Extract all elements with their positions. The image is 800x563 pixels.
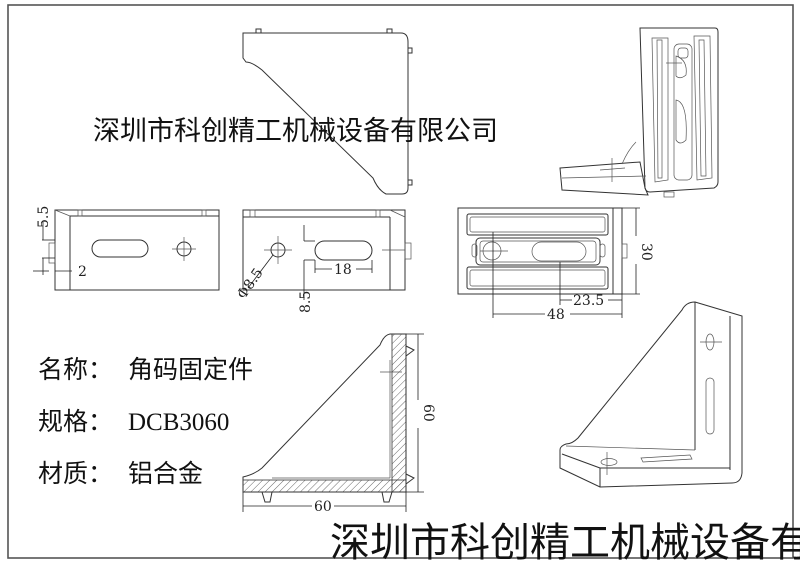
dim-hole-offset: 23.5 <box>573 293 604 309</box>
company-title: 深圳市科创精工机械设备有限公司 <box>93 116 498 147</box>
section-view: 60 60 <box>242 333 436 515</box>
spec-name-value: 角码固定件 <box>128 355 253 384</box>
spec-model-value: DCB3060 <box>128 409 229 436</box>
dim-section-width: 60 <box>314 499 332 515</box>
spec-block: 名称： 角码固定件 规格： DCB3060 材质： 铝合金 <box>38 355 253 488</box>
spec-name-label: 名称： <box>38 355 113 384</box>
drawing-frame <box>7 4 794 559</box>
spec-material-label: 材质： <box>38 459 113 488</box>
front-profile-view <box>242 28 413 195</box>
side-view-a: 5.5 2 <box>33 206 220 291</box>
dim-height-30: 30 <box>638 243 654 261</box>
dim-hole-diameter: Φ8.5 <box>234 265 266 302</box>
isometric-view-back <box>559 301 743 488</box>
side-view-b: 18 8.5 Φ8.5 <box>234 209 412 313</box>
dim-edge-offset: 2 <box>78 264 87 280</box>
dim-slot-length: 18 <box>334 262 352 278</box>
dim-top-offset: 5.5 <box>36 206 52 228</box>
watermark-text: 深圳市科创精工机械设备有限公司 <box>330 520 800 563</box>
dim-section-height: 60 <box>420 404 436 422</box>
isometric-view-front <box>559 27 719 198</box>
spec-model-label: 规格： <box>38 407 113 436</box>
dim-slot-offset: 8.5 <box>298 291 314 313</box>
dim-width-48: 48 <box>547 307 565 323</box>
top-view: 30 23.5 48 <box>457 207 654 323</box>
spec-material-value: 铝合金 <box>128 459 203 488</box>
